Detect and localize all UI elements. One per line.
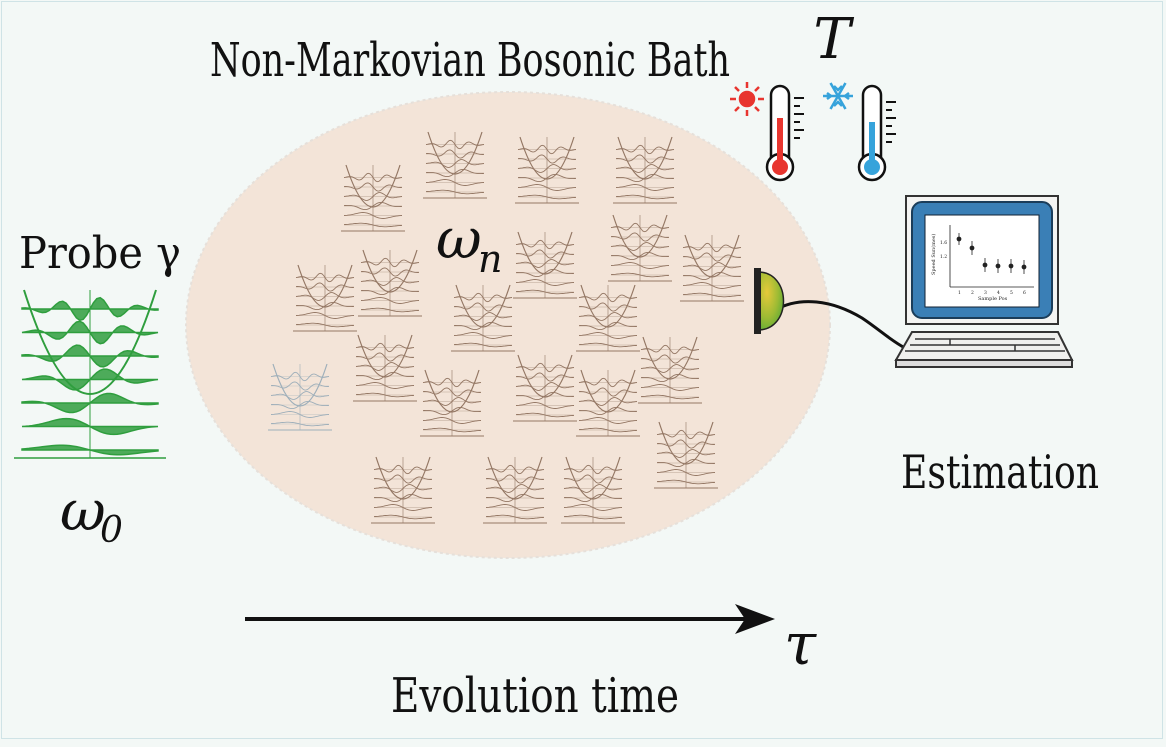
bath-oscillator-icon: [513, 354, 577, 422]
bath-oscillator-icon: [341, 164, 405, 232]
bath-oscillator-icon: [654, 421, 718, 489]
screen-plot-xlabel: Sample Pos: [978, 296, 1008, 302]
bath-oscillator-icon: [353, 334, 417, 402]
screen-plot-xtick: 1: [958, 290, 961, 296]
detector-icon: [754, 268, 785, 334]
bath-oscillator-icon: [268, 363, 332, 431]
bath-oscillator-icon: [483, 456, 547, 524]
bath-frequency-label: ω n: [436, 207, 502, 281]
screen-plot-xtick: 3: [984, 290, 987, 296]
time-arrow: [245, 604, 775, 634]
estimation-label: Estimation: [901, 445, 1099, 499]
bath-oscillator-icon: [613, 136, 677, 204]
screen-plot-ylabel: Speed Sun(mes): [930, 234, 937, 275]
computer-icon: Speed Sun(mes) Sample Pos 1.6 1.2 1 2 3 …: [894, 195, 1074, 368]
bath-oscillator-icon: [561, 456, 625, 524]
screen-plot: Speed Sun(mes) Sample Pos 1.6 1.2 1 2 3 …: [930, 225, 1034, 302]
bath-region: [185, 91, 831, 559]
bath-title: Non-Markovian Bosonic Bath: [210, 33, 730, 88]
hot-thermometer-icon: [730, 82, 804, 182]
bath-oscillator-icon: [515, 136, 579, 204]
probe-frequency-label: ω 0: [60, 479, 123, 551]
screen-plot-points: [956, 233, 1027, 274]
probe-omega-subscript: 0: [100, 510, 123, 551]
bath-oscillator-icon: [423, 131, 487, 199]
temperature-label: T: [813, 7, 854, 72]
screen-plot-xtick: 6: [1023, 290, 1026, 296]
screen-plot-xtick: 2: [971, 290, 974, 296]
bath-oscillator-icon: [608, 214, 672, 282]
bath-omega-subscript: n: [478, 237, 502, 281]
bath-oscillator-icon: [371, 456, 435, 524]
screen-plot-xtick: 5: [1010, 290, 1013, 296]
probe-label: Probe γ: [19, 228, 181, 279]
bath-oscillator-icon: [420, 369, 484, 437]
bath-oscillator-icon: [576, 284, 640, 352]
screen-plot-ytick: 1.6: [940, 240, 947, 246]
probe-omega: ω: [60, 479, 106, 544]
cold-thermometer-icon: [823, 82, 896, 182]
detector-cable: [774, 300, 906, 350]
bath-omega: ω: [436, 207, 482, 272]
time-symbol: τ: [784, 610, 817, 678]
bath-oscillator-icon: [513, 231, 577, 299]
bath-oscillator-icon: [638, 336, 702, 404]
bath-oscillator-icon: [358, 249, 422, 317]
time-axis-label: Evolution time: [391, 668, 679, 724]
bath-oscillator-icon: [576, 369, 640, 437]
screen-plot-ytick: 1.2: [940, 254, 947, 260]
bath-oscillator-icon: [293, 264, 357, 332]
bath-oscillator-icon: [451, 284, 515, 352]
screen-plot-xtick: 4: [997, 290, 1000, 296]
probe-oscillator-icon: [14, 289, 166, 459]
bath-oscillator-icon: [680, 234, 744, 302]
